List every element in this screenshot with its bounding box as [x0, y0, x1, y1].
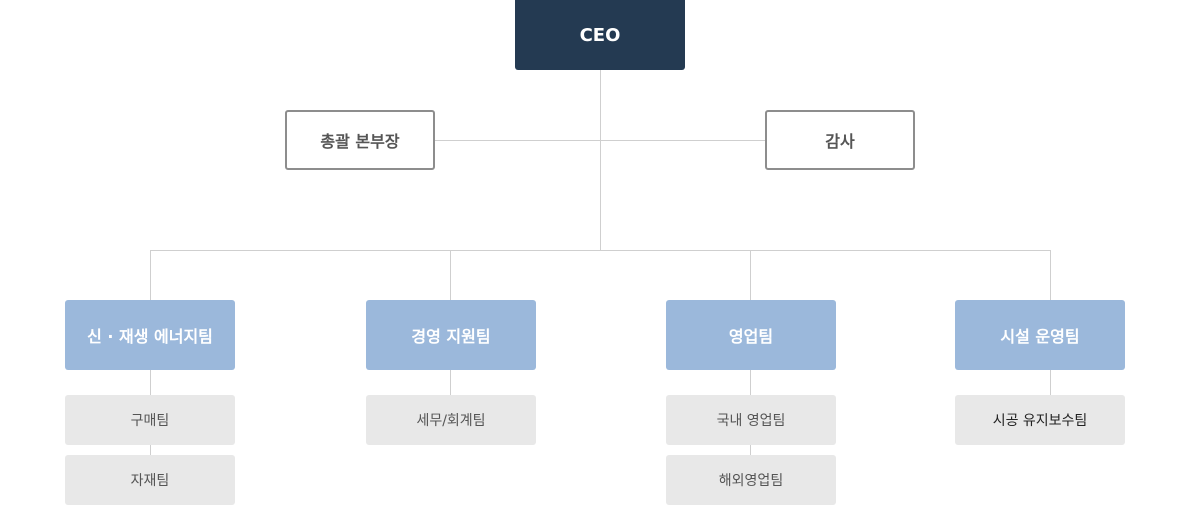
team-node-renewable-energy: 신 · 재생 에너지팀: [65, 300, 235, 370]
connector-team-3-drop: [750, 250, 751, 300]
team-label: 영업팀: [728, 327, 774, 346]
subteam-label: 구매팀: [130, 413, 170, 429]
subteam-label: 세무/회계팀: [416, 413, 486, 429]
connector-team-2-drop: [450, 250, 451, 300]
subteam-node-overseas-sales: 해외영업팀: [666, 455, 836, 505]
subteam-node-materials: 자재팀: [65, 455, 235, 505]
connector-teams-horizontal: [150, 250, 1051, 251]
connector-ceo-trunk: [600, 70, 601, 250]
team-label: 시설 운영팀: [1000, 327, 1080, 346]
subteam-label: 자재팀: [130, 473, 170, 489]
team-label: 신 · 재생 에너지팀: [87, 327, 213, 346]
subteam-label: 국내 영업팀: [716, 413, 786, 429]
staff-node-general-director: 총괄 본부장: [285, 110, 435, 170]
connector-team-1-drop: [150, 250, 151, 300]
staff-label: 총괄 본부장: [320, 132, 400, 151]
team-label: 경영 지원팀: [411, 327, 491, 346]
connector-staff-horizontal: [435, 140, 765, 141]
subteam-node-construction-maintenance: 시공 유지보수팀: [955, 395, 1125, 445]
staff-label: 감사: [825, 132, 855, 151]
team-node-sales: 영업팀: [666, 300, 836, 370]
staff-node-audit: 감사: [765, 110, 915, 170]
subteam-node-tax-accounting: 세무/회계팀: [366, 395, 536, 445]
connector-team-4-drop: [1050, 250, 1051, 300]
team-node-management-support: 경영 지원팀: [366, 300, 536, 370]
ceo-label: CEO: [579, 24, 621, 46]
ceo-node: CEO: [515, 0, 685, 70]
subteam-label: 시공 유지보수팀: [992, 413, 1088, 429]
subteam-node-purchasing: 구매팀: [65, 395, 235, 445]
subteam-node-domestic-sales: 국내 영업팀: [666, 395, 836, 445]
subteam-label: 해외영업팀: [718, 473, 784, 489]
team-node-facility-operations: 시설 운영팀: [955, 300, 1125, 370]
